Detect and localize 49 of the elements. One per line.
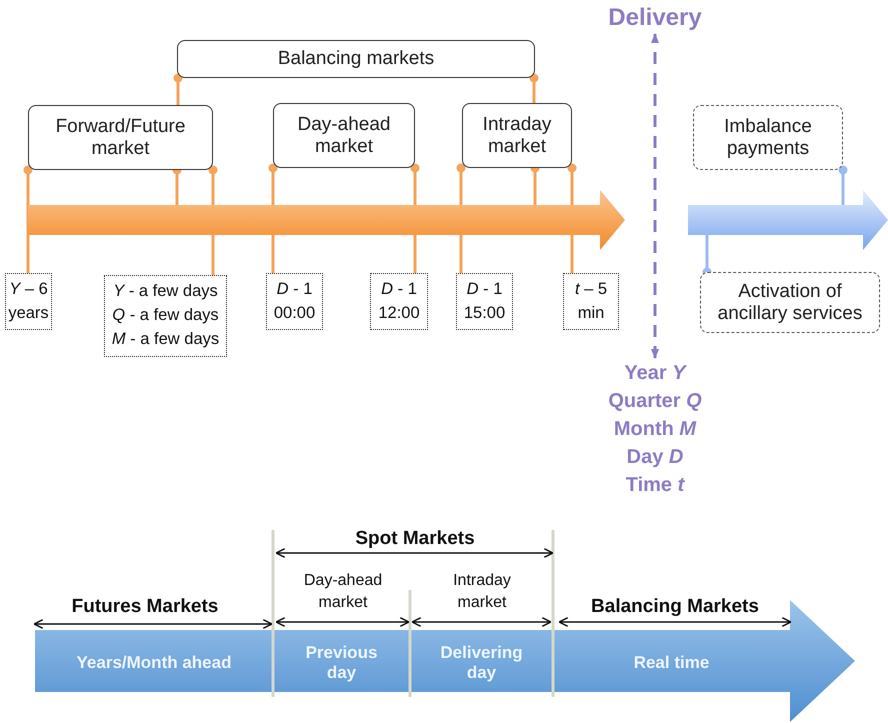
leader-line [530,74,538,103]
market-name: Day-ahead market [296,114,392,158]
section-heading: Futures Markets [70,596,220,618]
time-box [563,273,619,330]
time-text: t – 5 min [574,278,608,324]
leader-line [24,166,32,273]
time-unit-label: Day D [626,445,684,470]
market-name: Intraday market [482,114,552,158]
note-box [700,272,880,333]
market-box [273,103,415,168]
time-text: Q - a few days [112,305,219,326]
market-name: Balancing markets [278,48,434,70]
time-box [5,273,52,330]
time-text: M - a few days [112,328,220,350]
time-box [266,273,323,330]
market-box [177,40,535,78]
segment-label: Years/Month ahead [35,630,273,695]
time-unit-label: Quarter Q [608,389,702,414]
time-unit-label: Time t [626,473,684,498]
timeline-arrow [28,190,625,250]
span-label: Day-ahead market [302,571,384,613]
segment-label: Delivering day [410,630,553,695]
time-box [456,273,513,330]
time-unit-label: Month M [614,417,696,442]
segment-label: Previous day [273,630,410,695]
note-text: Imbalance payments [723,116,813,160]
market-box [28,105,213,170]
leader-line [174,74,182,105]
time-text: D - 1 12:00 [377,278,421,324]
time-box [104,275,227,357]
segment-label: Real time [553,630,790,695]
market-name: Forward/Future market [54,116,186,160]
leader-line [702,235,712,276]
timeline-bar [688,190,888,250]
market-box [462,103,572,168]
time-text: Y - a few days [113,281,218,302]
section-heading: Balancing Markets [590,596,760,618]
leader-line [838,166,848,205]
span-label: Intraday market [452,571,512,613]
time-text: D - 1 15:00 [462,278,506,324]
time-text: D - 1 00:00 [272,278,316,324]
time-box [370,273,428,330]
time-text: Y – 6 years [8,278,49,324]
section-heading: Spot Markets [354,528,476,550]
note-text: Activation of ancillary services [716,280,864,324]
dashed-arrow [651,33,659,359]
note-box [693,105,843,170]
time-unit-label: Year Y [624,361,686,386]
delivery-label: Delivery [595,2,715,34]
